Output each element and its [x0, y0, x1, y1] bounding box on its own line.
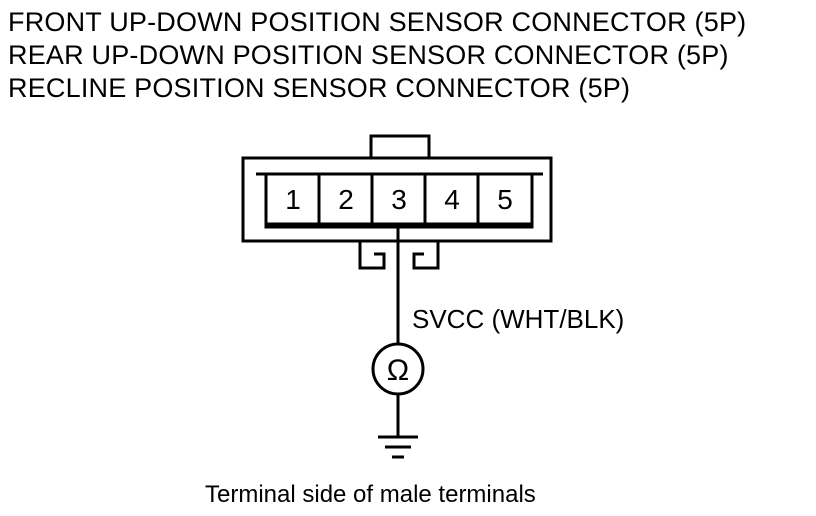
- title-front-connector: FRONT UP-DOWN POSITION SENSOR CONNECTOR …: [8, 7, 747, 37]
- title-recline-connector: RECLINE POSITION SENSOR CONNECTOR (5P): [8, 73, 631, 103]
- connector-guide-key-left: [358, 242, 386, 270]
- wire-label: SVCC (WHT/BLK): [412, 304, 625, 334]
- terminal-4-label: 4: [444, 184, 460, 215]
- diagram-caption: Terminal side of male terminals: [205, 481, 536, 508]
- terminal-5-label: 5: [497, 184, 513, 215]
- terminal-2-label: 2: [338, 184, 354, 215]
- connector-lock-tab: [369, 134, 431, 160]
- connector-guide-key-right: [412, 242, 440, 270]
- ground-icon: [378, 435, 418, 459]
- terminal-3-label: 3: [391, 184, 407, 215]
- title-rear-connector: REAR UP-DOWN POSITION SENSOR CONNECTOR (…: [8, 40, 729, 70]
- title-block: FRONT UP-DOWN POSITION SENSOR CONNECTOR …: [8, 6, 746, 105]
- terminal-1-label: 1: [285, 184, 301, 215]
- ohm-symbol: Ω: [387, 354, 409, 387]
